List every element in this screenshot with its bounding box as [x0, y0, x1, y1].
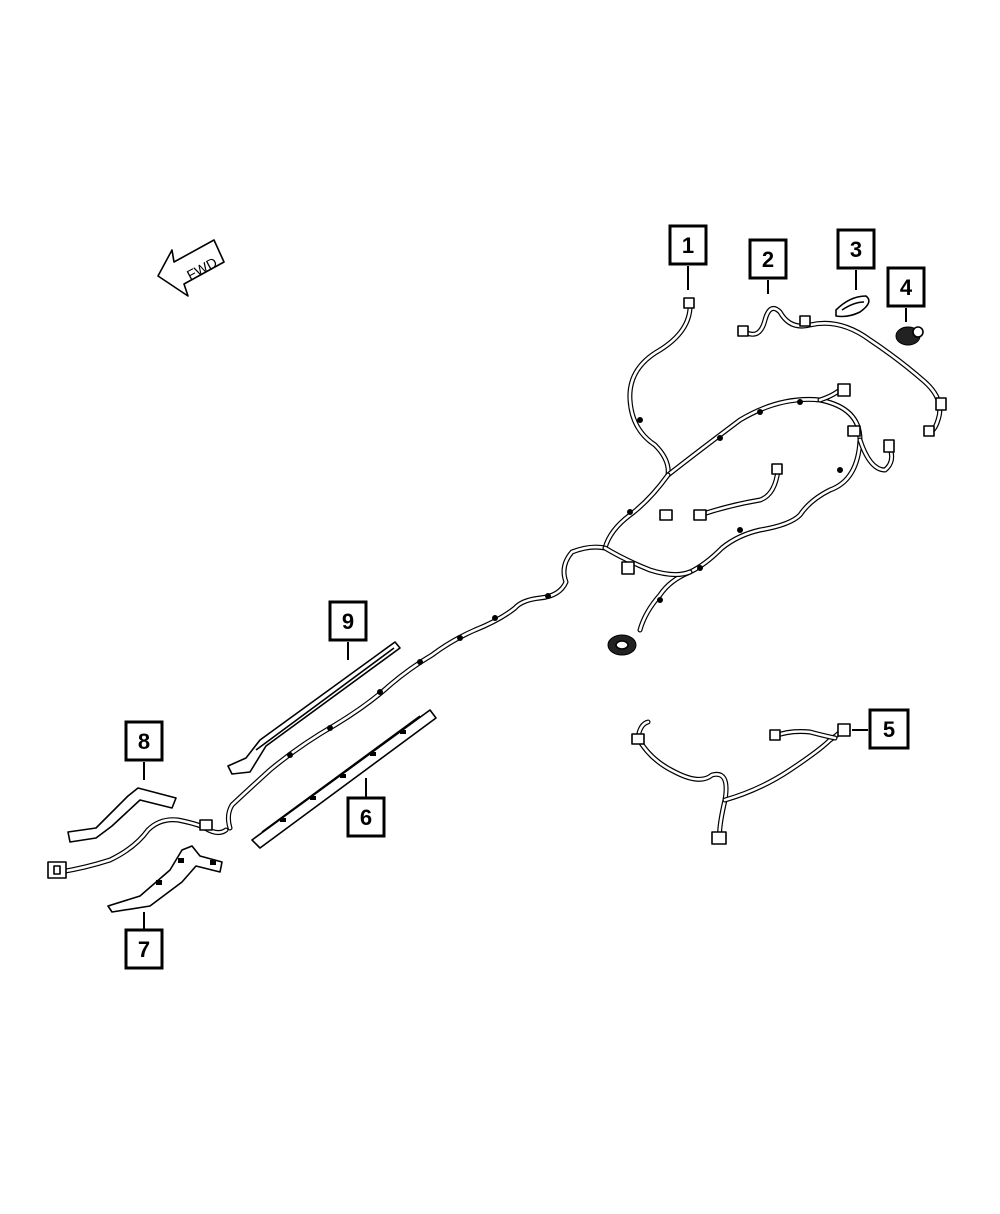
callout-3[interactable]: 3 [836, 228, 876, 290]
svg-text:8: 8 [138, 729, 150, 754]
part-8-harness [47, 787, 229, 879]
callout-8[interactable]: 8 [124, 720, 164, 780]
callout-2[interactable]: 2 [748, 238, 788, 294]
part-2-harness [737, 305, 947, 437]
svg-text:4: 4 [900, 275, 913, 300]
part-6-channel [251, 709, 437, 849]
svg-text:7: 7 [138, 937, 150, 962]
callout-4[interactable]: 4 [886, 266, 926, 322]
forward-arrow-icon: FWD [157, 239, 225, 297]
callout-1[interactable]: 1 [668, 224, 708, 290]
part-4-connector [895, 326, 924, 346]
main-body-harness [225, 297, 895, 831]
part-9-channel [227, 641, 401, 775]
svg-text:5: 5 [883, 717, 895, 742]
svg-text:1: 1 [682, 233, 694, 258]
callout-6[interactable]: 6 [346, 778, 386, 838]
svg-text:2: 2 [762, 247, 774, 272]
part-7-harness [107, 845, 223, 913]
callout-7[interactable]: 7 [124, 912, 164, 970]
svg-text:3: 3 [850, 237, 862, 262]
part-5-harness [631, 719, 851, 845]
part-3-grommet [835, 295, 870, 318]
callout-9[interactable]: 9 [328, 600, 368, 660]
callout-5[interactable]: 5 [852, 708, 910, 750]
svg-text:9: 9 [342, 609, 354, 634]
svg-text:6: 6 [360, 805, 372, 830]
